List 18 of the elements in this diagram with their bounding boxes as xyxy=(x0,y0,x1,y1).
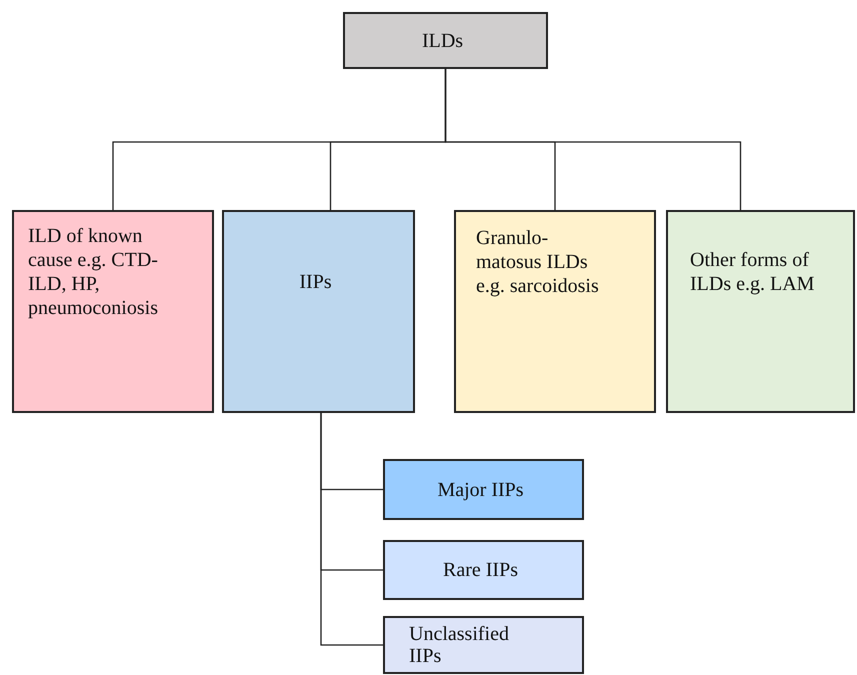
subtype-box xyxy=(383,459,584,520)
node-label: Major IIPs xyxy=(437,478,524,502)
subtype-box xyxy=(383,616,584,674)
node-label: Other forms of ILDs e.g. LAM xyxy=(690,248,816,296)
category-box xyxy=(222,210,415,413)
category-box xyxy=(12,210,214,413)
category-box xyxy=(454,210,656,413)
connector-line xyxy=(444,69,742,210)
subtype-box xyxy=(383,540,584,600)
node-label: Granulo-matosus ILDs e.g. sarcoidosis xyxy=(476,226,600,298)
category-box xyxy=(666,210,855,413)
node-label: ILDs xyxy=(422,28,464,52)
connector-line xyxy=(320,413,383,646)
node-label: IIPs xyxy=(299,270,332,294)
node-label: ILD of known cause e.g. CTD-ILD, HP, pneumoconiosis xyxy=(28,224,159,320)
node-label: Unclassified IIPs xyxy=(409,623,510,667)
node-label: Rare IIPs xyxy=(443,558,518,582)
title-box xyxy=(343,12,548,69)
